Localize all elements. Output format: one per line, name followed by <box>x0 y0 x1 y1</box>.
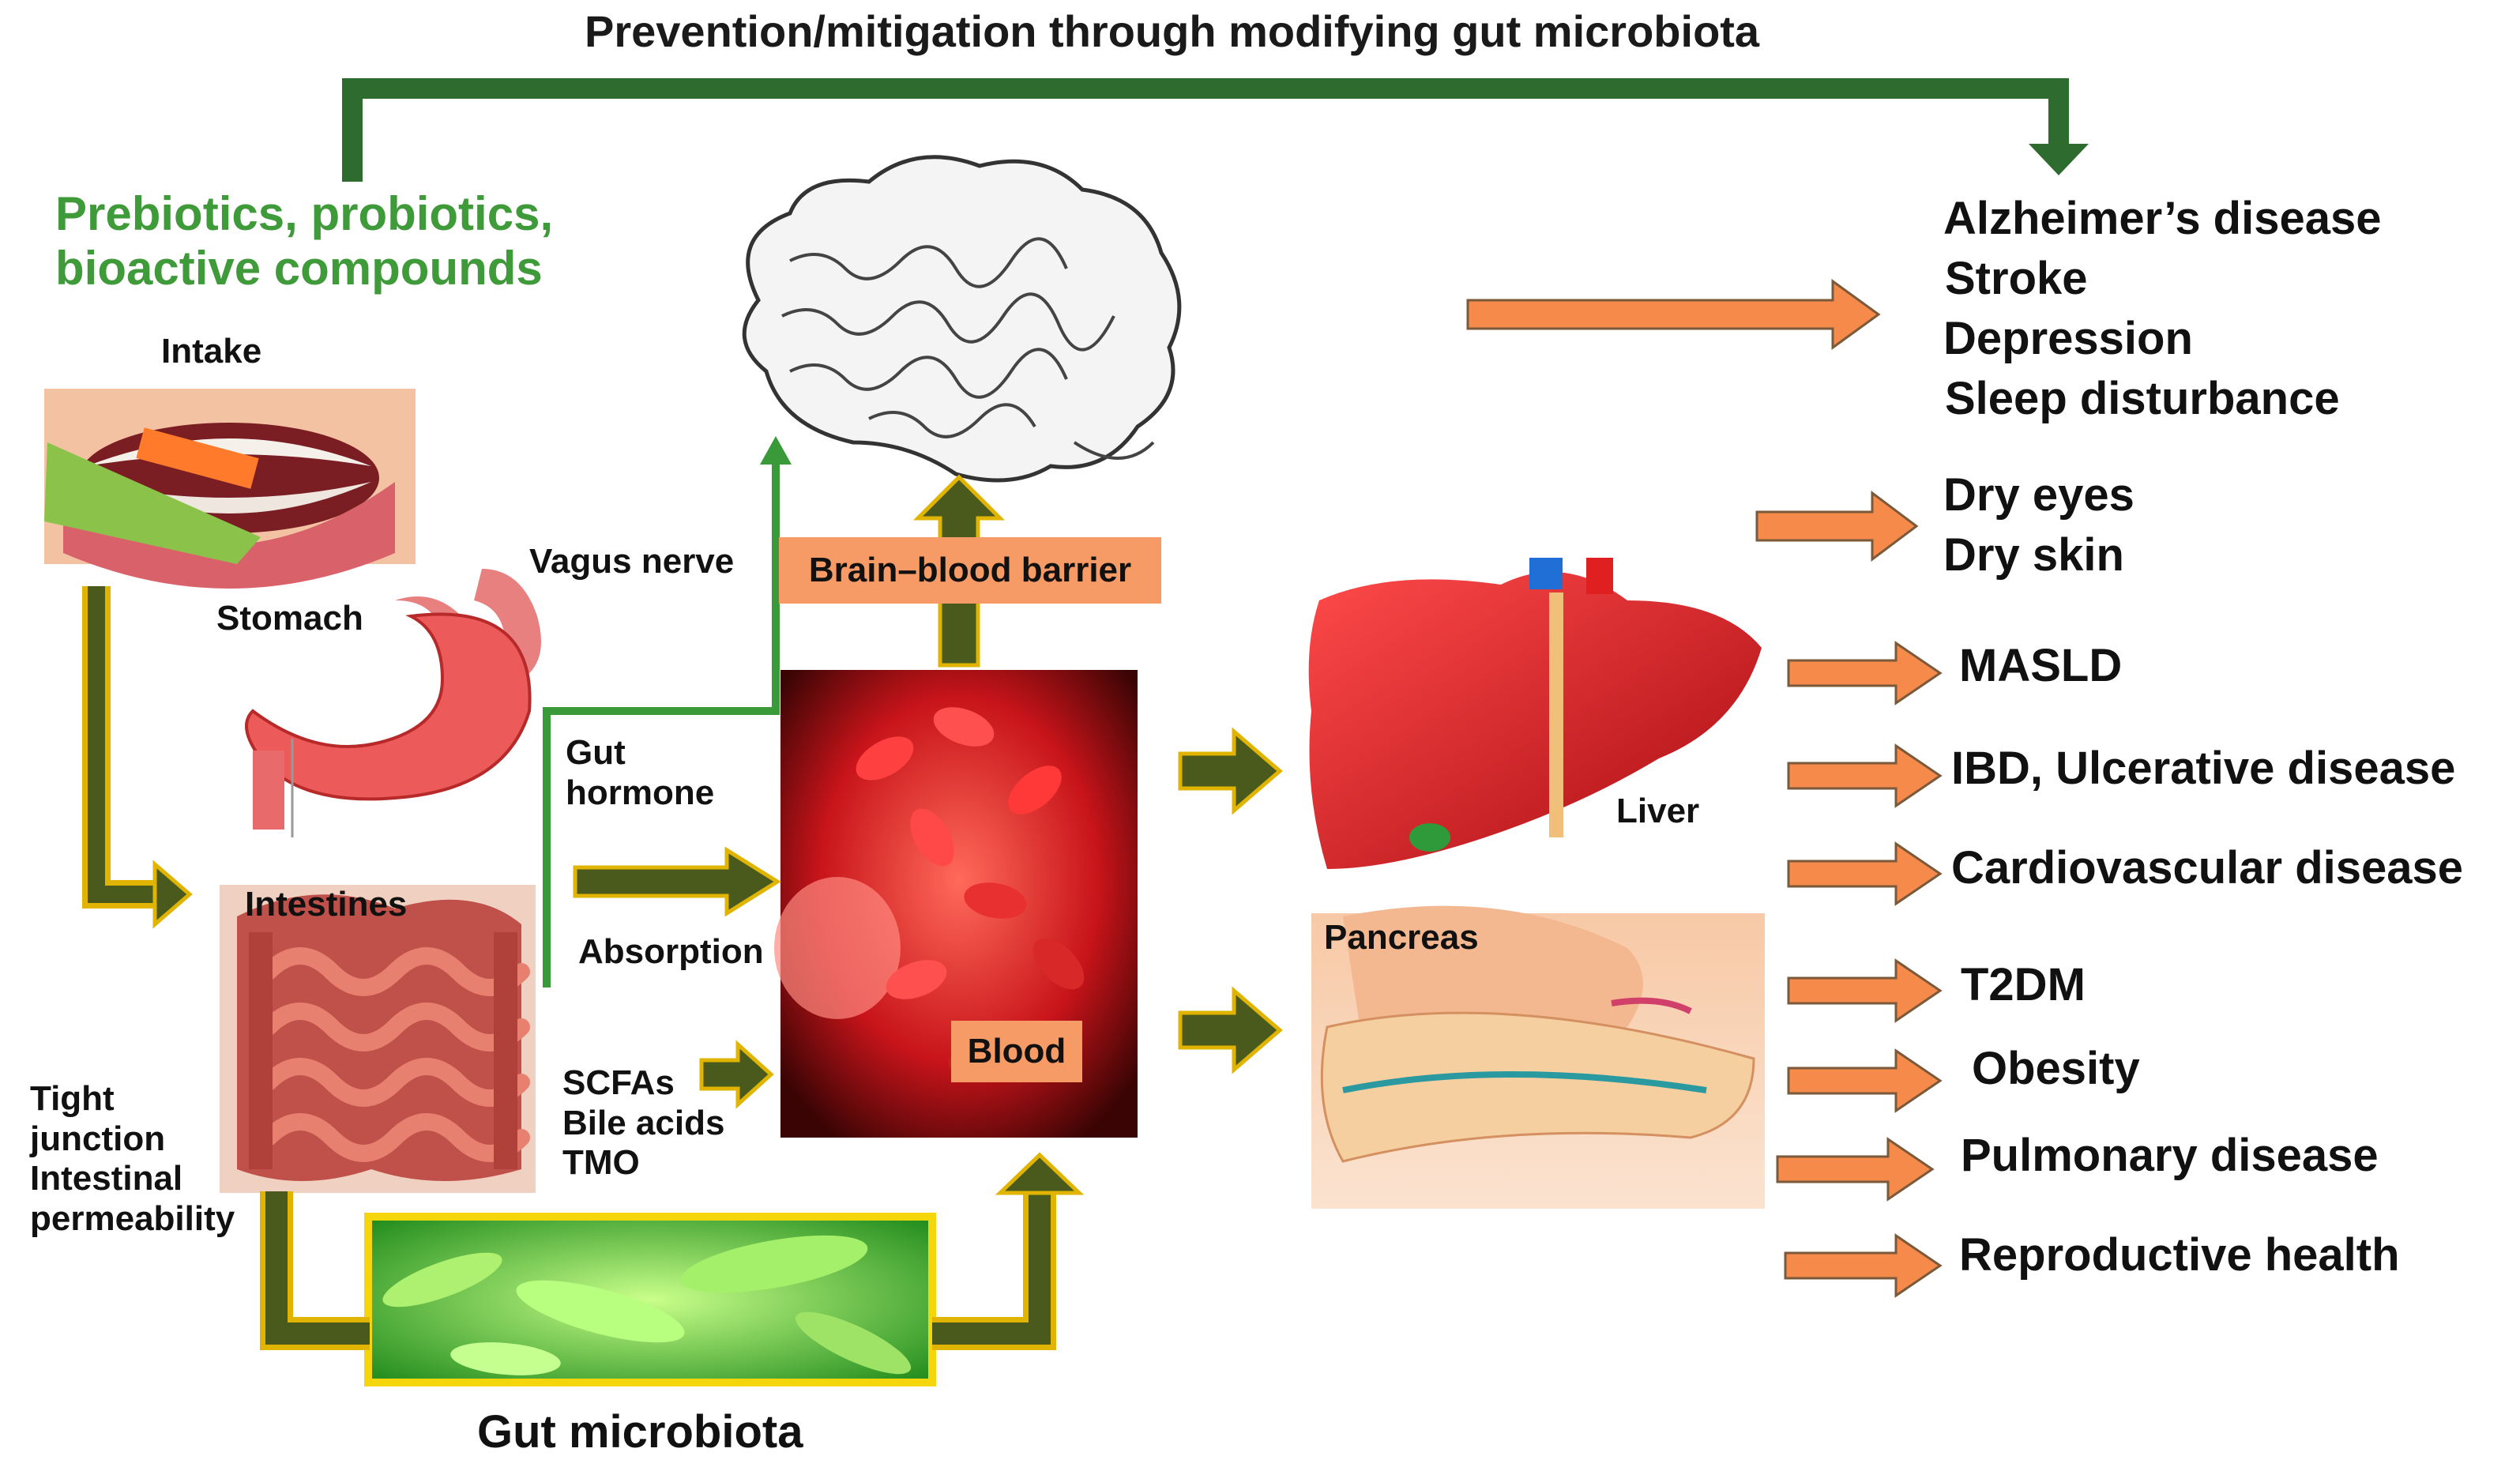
brain-blood-barrier-label: Brain–blood barrier <box>808 550 1132 589</box>
gut-microbiota-label: Gut microbiota <box>477 1406 803 1458</box>
brain-blood-barrier-box: Brain–blood barrier <box>779 537 1161 604</box>
disease-depression: Depression <box>1943 313 2193 364</box>
pancreas-label: Pancreas <box>1324 918 1479 957</box>
disease-masld: MASLD <box>1959 640 2123 691</box>
gut-hormone-arrow <box>573 846 781 917</box>
metabolites-arrow <box>699 1040 774 1109</box>
intake-arrow <box>82 586 193 929</box>
disease-alzheimers: Alzheimer’s disease <box>1943 193 2382 244</box>
brain-image <box>742 155 1182 483</box>
pancreas-image <box>1311 905 1765 1209</box>
disease-arrows <box>1466 279 1943 1298</box>
disease-dry-skin: Dry skin <box>1943 529 2124 581</box>
tight-junction-label: Tight junction Intestinal permeability <box>30 1079 235 1238</box>
intestines-image <box>220 885 536 1193</box>
disease-ibd: IBD, Ulcerative disease <box>1951 743 2456 794</box>
intervention-label: Prebiotics, probiotics, bioactive compou… <box>55 187 554 295</box>
blood-to-organs-arrows <box>1178 727 1283 1074</box>
stomach-image <box>245 569 541 837</box>
mouth-image <box>44 389 416 589</box>
liver-image <box>1308 558 1762 869</box>
vagus-nerve-label: Vagus nerve <box>529 542 735 581</box>
disease-cardiovascular: Cardiovascular disease <box>1951 842 2464 894</box>
absorption-label: Absorption <box>578 932 764 971</box>
diagram-title: Prevention/mitigation through modifying … <box>585 6 1760 56</box>
disease-stroke: Stroke <box>1945 253 2088 304</box>
blood-label-box: Blood <box>951 1021 1082 1082</box>
disease-dry-eyes: Dry eyes <box>1943 469 2134 521</box>
disease-obesity: Obesity <box>1972 1043 2140 1094</box>
blood-label: Blood <box>967 1031 1066 1070</box>
intestines-label: Intestines <box>245 885 408 924</box>
disease-t2dm: T2DM <box>1961 959 2086 1010</box>
intake-label: Intake <box>161 332 262 371</box>
gut-microbiota-image <box>364 1213 936 1386</box>
disease-sleep: Sleep disturbance <box>1945 373 2340 424</box>
disease-reproductive: Reproductive health <box>1959 1229 2400 1281</box>
prevention-arrow <box>342 78 2089 182</box>
microbiota-loop-arrows <box>260 1152 1085 1350</box>
liver-label: Liver <box>1616 792 1700 830</box>
vagus-nerve-line <box>543 436 792 988</box>
gut-hormone-label: Gut hormone <box>566 733 715 812</box>
disease-pulmonary: Pulmonary disease <box>1961 1130 2379 1181</box>
stomach-label: Stomach <box>216 599 363 638</box>
metabolites-label: SCFAs Bile acids TMO <box>562 1063 725 1183</box>
